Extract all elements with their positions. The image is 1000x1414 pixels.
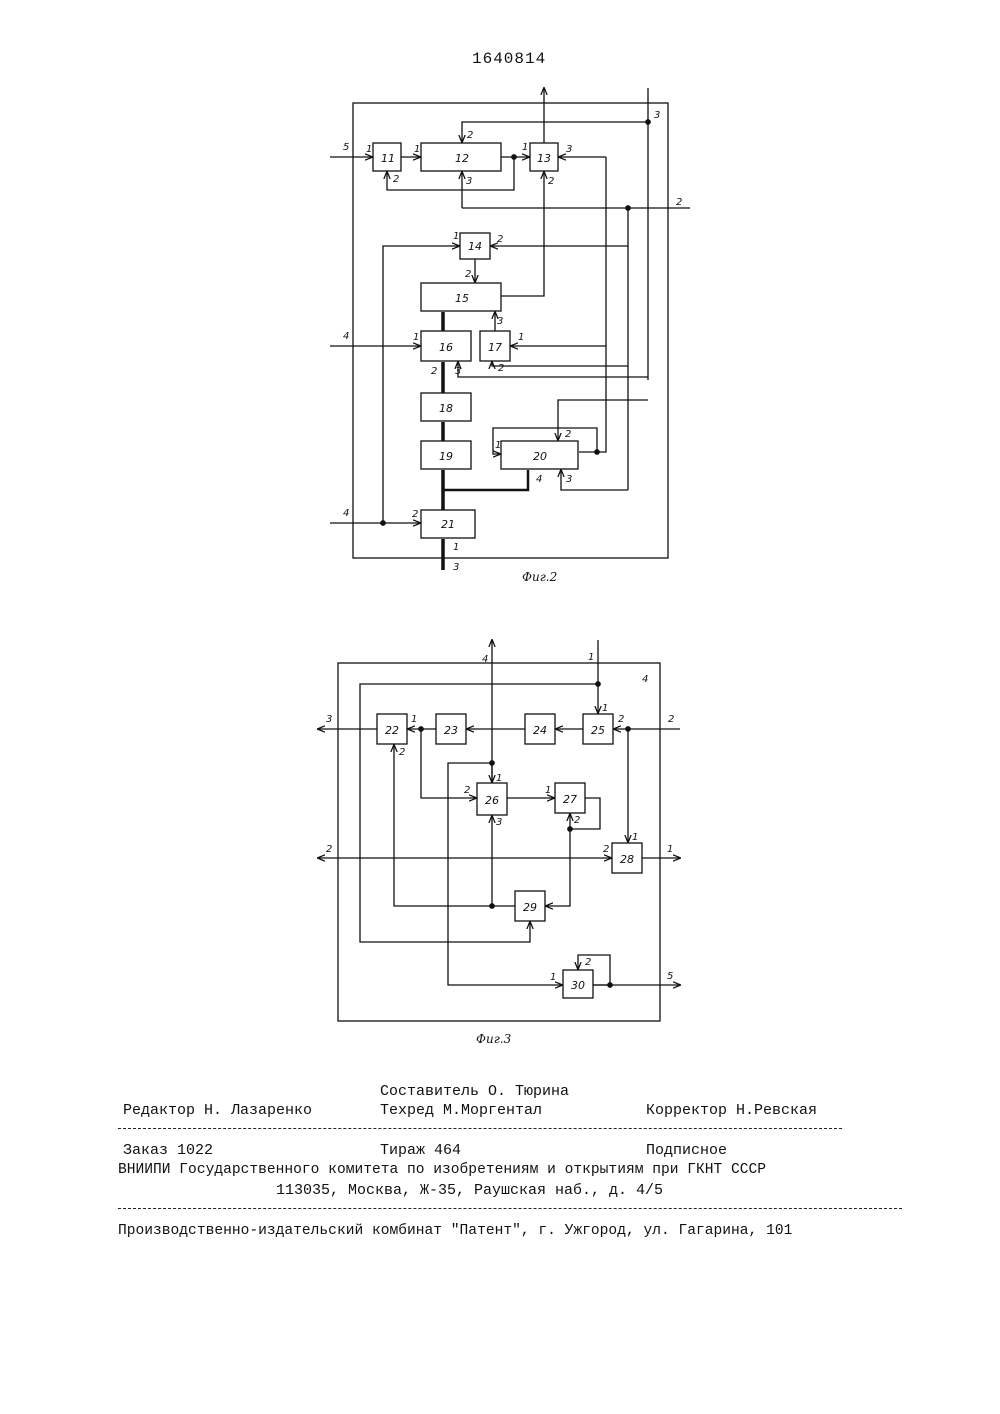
svg-text:1: 1 xyxy=(545,785,551,796)
svg-text:5: 5 xyxy=(667,971,673,982)
svg-text:2: 2 xyxy=(326,844,332,855)
svg-text:2: 2 xyxy=(585,957,591,968)
svg-text:1: 1 xyxy=(550,972,556,983)
figure-3-caption: Фиг.3 xyxy=(476,1032,511,1046)
svg-text:3: 3 xyxy=(496,817,502,828)
printer-line: Производственно-издательский комбинат "П… xyxy=(118,1222,792,1240)
svg-text:3: 3 xyxy=(326,714,332,725)
svg-text:1: 1 xyxy=(632,832,638,843)
svg-text:1: 1 xyxy=(496,773,502,784)
svg-text:2: 2 xyxy=(668,714,674,725)
svg-text:1: 1 xyxy=(667,844,673,855)
svg-text:2: 2 xyxy=(464,785,470,796)
svg-text:25: 25 xyxy=(591,724,605,737)
subscription-note: Подписное xyxy=(646,1142,727,1160)
publisher-line-1: ВНИИПИ Государственного комитета по изоб… xyxy=(118,1161,766,1179)
svg-text:1: 1 xyxy=(602,703,608,714)
svg-text:23: 23 xyxy=(444,724,458,737)
compiler-credit: Составитель О. Тюрина xyxy=(380,1083,569,1101)
svg-text:1: 1 xyxy=(588,652,594,663)
svg-text:2: 2 xyxy=(603,844,609,855)
svg-text:2: 2 xyxy=(574,815,580,826)
svg-text:1: 1 xyxy=(411,714,417,725)
svg-text:26: 26 xyxy=(485,794,499,807)
fig3-frame xyxy=(338,663,660,1021)
svg-text:4: 4 xyxy=(642,674,648,685)
svg-text:30: 30 xyxy=(571,979,585,992)
svg-text:24: 24 xyxy=(533,724,547,737)
svg-text:4: 4 xyxy=(482,654,488,665)
svg-text:29: 29 xyxy=(523,901,537,914)
circulation: Тираж 464 xyxy=(380,1142,461,1160)
svg-text:2: 2 xyxy=(618,714,624,725)
divider-2 xyxy=(118,1208,902,1209)
corrector-credit: Корректор Н.Ревская xyxy=(646,1102,817,1120)
svg-text:28: 28 xyxy=(620,853,634,866)
tech-editor-credit: Техред М.Моргентал xyxy=(380,1102,542,1120)
svg-text:27: 27 xyxy=(563,793,577,806)
svg-text:22: 22 xyxy=(385,724,399,737)
divider-1 xyxy=(118,1128,842,1129)
svg-text:2: 2 xyxy=(399,747,405,758)
editor-credit: Редактор Н. Лазаренко xyxy=(123,1102,312,1120)
order-number: Заказ 1022 xyxy=(123,1142,213,1160)
publisher-line-2: 113035, Москва, Ж-35, Раушская наб., д. … xyxy=(276,1182,663,1200)
